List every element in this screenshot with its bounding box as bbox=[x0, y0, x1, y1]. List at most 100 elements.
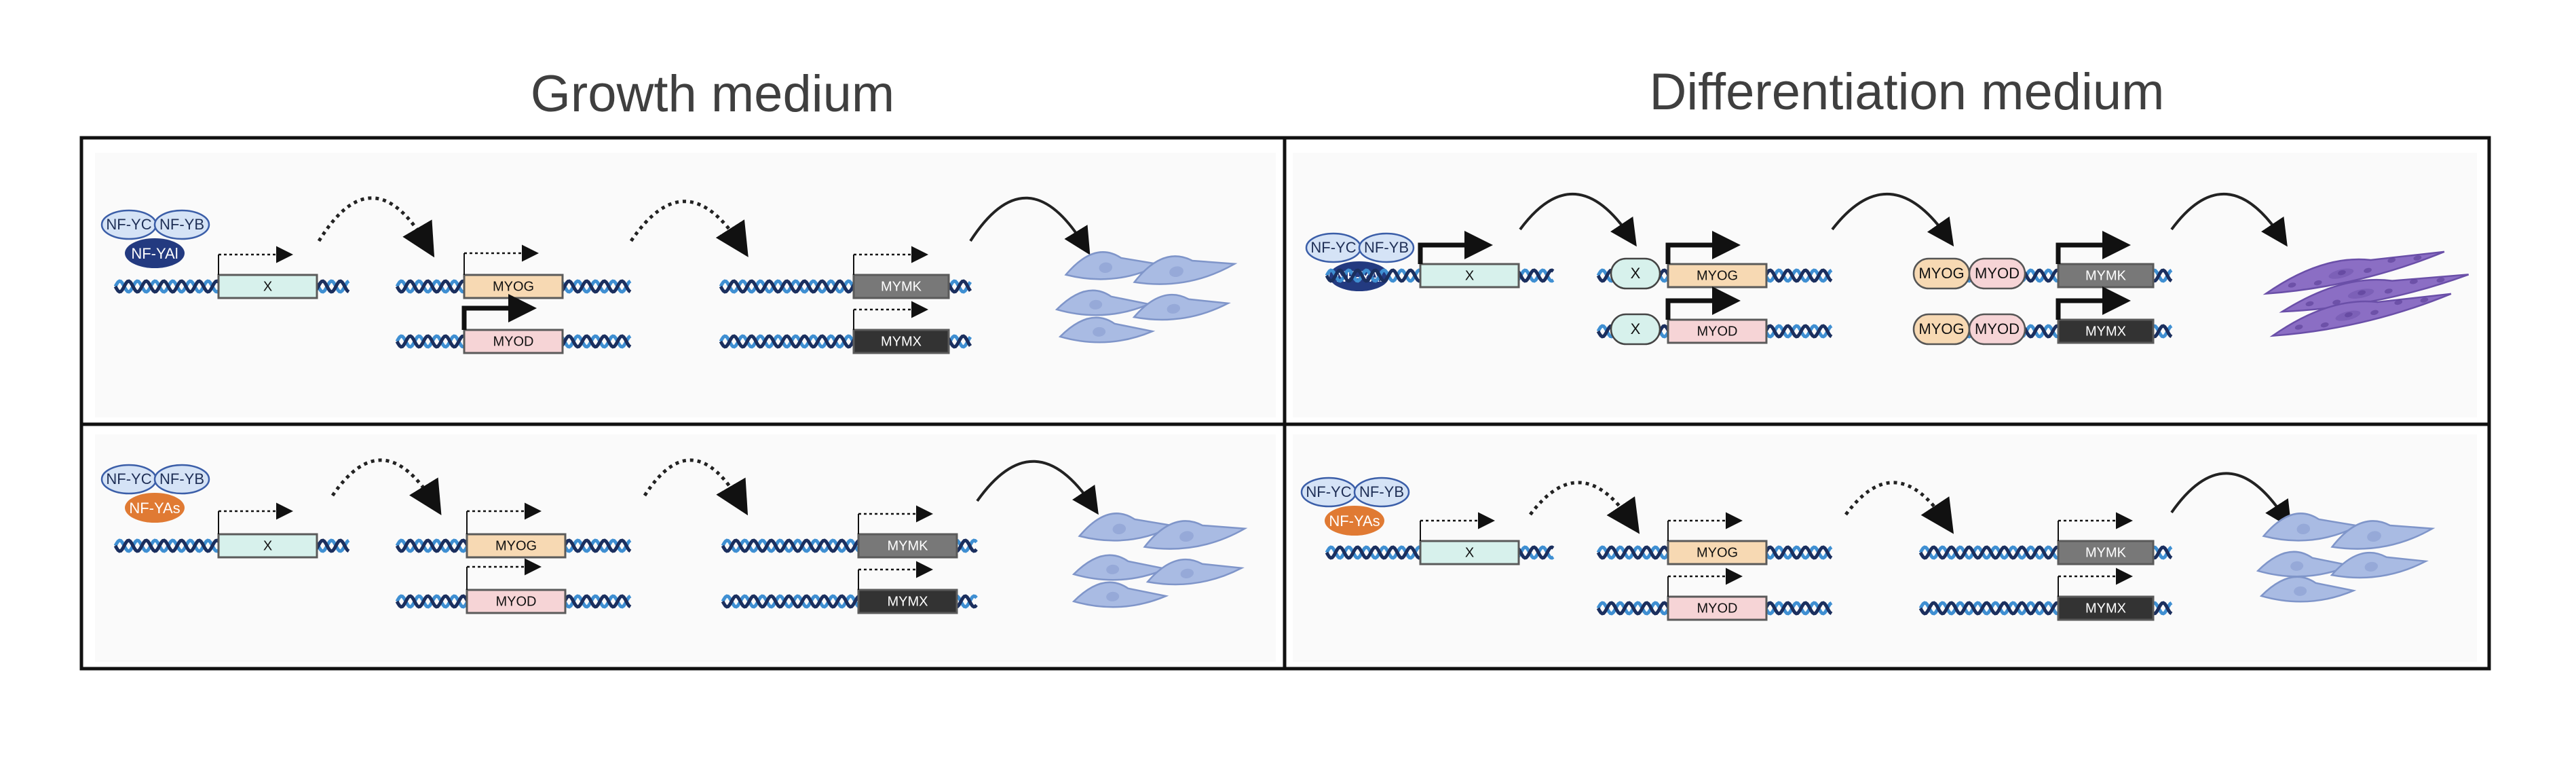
promoter-mymk-growth-yal bbox=[853, 246, 928, 275]
gene-myod-diff-yal: MYOD bbox=[1667, 318, 1768, 344]
factor-x-myog-diff: X bbox=[1610, 257, 1661, 290]
promoter-myod-diff-yal bbox=[1665, 286, 1741, 320]
gene-myod-growth-yal-label: MYOD bbox=[493, 334, 534, 349]
gene-mymk-growth-yas-label: MYMK bbox=[888, 538, 929, 553]
nfy-complex-diff-yal-c-label: NF-YC bbox=[1310, 239, 1356, 256]
gene-myog-growth-yas-label: MYOG bbox=[495, 538, 537, 553]
arrow-to-cells-growth-yal bbox=[969, 196, 1091, 255]
nfy-complex-diff-yas: NF-YAs NF-YC NF-YB bbox=[1300, 477, 1410, 536]
promoter-myog-growth-yal bbox=[463, 244, 539, 275]
gene-mymx-diff-yas: MYMX bbox=[2057, 595, 2155, 621]
arrow-myo-to-fusogens-diff-yas bbox=[1844, 481, 1954, 534]
gene-myog-growth-yas: MYOG bbox=[466, 533, 567, 559]
promoter-x-diff-yas bbox=[1420, 512, 1495, 541]
gene-mymk-growth-yal-label: MYMK bbox=[881, 279, 922, 294]
nfy-complex-diff-yas-a-label: NF-YAs bbox=[1329, 513, 1380, 529]
promoter-mymx-diff-yal bbox=[2056, 286, 2131, 320]
promoter-myog-diff-yal bbox=[1665, 231, 1741, 264]
gene-myog-diff-yas-label: MYOG bbox=[1697, 545, 1738, 560]
myoblast-cell-15 bbox=[2259, 576, 2357, 603]
gene-myog-growth-yal-label: MYOG bbox=[493, 279, 534, 294]
gene-x-diff-yal: X bbox=[1419, 263, 1520, 289]
factor-x-myog-diff-label: X bbox=[1631, 265, 1641, 282]
myoblast-cell-11 bbox=[2262, 513, 2361, 542]
gene-myog-diff-yal: MYOG bbox=[1667, 263, 1768, 289]
nfy-complex-diff-yal-b-label: NF-YB bbox=[1364, 239, 1409, 256]
differentiation-medium-title: Differentiation medium bbox=[1649, 63, 2165, 121]
gene-x-diff-yal-label: X bbox=[1465, 268, 1474, 283]
promoter-mymx-growth-yas bbox=[858, 561, 933, 590]
promoter-mymk-growth-yas bbox=[858, 505, 933, 534]
gene-mymx-growth-yas-label: MYMX bbox=[888, 594, 928, 609]
myoblast-cell-12 bbox=[2330, 520, 2436, 550]
promoter-mymx-diff-yas bbox=[2058, 567, 2133, 597]
gene-myod-growth-yas-label: MYOD bbox=[496, 594, 537, 609]
myoblast-cell-13 bbox=[2256, 551, 2353, 578]
promoter-x-diff-yal bbox=[1418, 231, 1493, 264]
gene-mymx-growth-yas: MYMX bbox=[857, 589, 958, 614]
nfy-complex-growth-yas-c-label: NF-YC bbox=[106, 470, 151, 487]
promoter-myod-growth-yas bbox=[466, 558, 542, 590]
myoblast-cell-6 bbox=[1078, 513, 1177, 542]
promoter-myod-diff-yas bbox=[1667, 567, 1743, 597]
arrow-to-myotubes-diff-yal bbox=[2170, 193, 2288, 247]
factor-x-myod-diff: X bbox=[1610, 313, 1661, 346]
gene-x-growth-yas-label: X bbox=[263, 538, 272, 553]
nfy-complex-diff-yas-b-label: NF-YB bbox=[1359, 483, 1404, 500]
promoter-mymk-diff-yal bbox=[2056, 231, 2131, 264]
myoblast-cell-10 bbox=[1072, 581, 1169, 608]
gene-mymk-diff-yas-label: MYMK bbox=[2085, 545, 2127, 560]
promoter-myog-growth-yas bbox=[466, 502, 542, 534]
myotube-3 bbox=[2269, 293, 2452, 337]
gene-mymx-growth-yal-label: MYMX bbox=[881, 334, 922, 349]
gene-myog-diff-yas: MYOG bbox=[1667, 540, 1768, 565]
nfy-complex-growth-yal-c-label: NF-YC bbox=[106, 216, 151, 233]
nfy-complex-growth-yal-b-label: NF-YB bbox=[159, 216, 204, 233]
arrow-x-to-myo-diff-yal bbox=[1519, 193, 1637, 247]
nfy-complex-diff-yas-c-label: NF-YC bbox=[1306, 483, 1351, 500]
myog-myod-dimer-mymx-myod: MYOD bbox=[1975, 320, 2020, 337]
gene-x-diff-yas: X bbox=[1419, 540, 1520, 565]
gene-myod-growth-yas: MYOD bbox=[466, 589, 567, 614]
myoblast-cell-4 bbox=[1132, 293, 1231, 321]
nfy-complex-growth-yas-b-label: NF-YB bbox=[159, 470, 204, 487]
gene-mymx-diff-yal-label: MYMX bbox=[2085, 324, 2126, 339]
gene-mymk-diff-yas: MYMK bbox=[2057, 540, 2155, 565]
promoter-myog-diff-yas bbox=[1667, 512, 1743, 541]
nfy-complex-growth-yal-a-label: NF-YAl bbox=[131, 245, 178, 262]
gene-mymx-diff-yal: MYMX bbox=[2057, 318, 2155, 344]
promoter-x-growth-yas bbox=[218, 502, 293, 534]
promoter-mymx-growth-yal bbox=[853, 301, 928, 330]
gene-mymk-diff-yal: MYMK bbox=[2057, 263, 2155, 289]
myotube-1 bbox=[2262, 250, 2445, 295]
arrow-myo-to-fusogens-diff-yal bbox=[1831, 193, 1954, 247]
gene-myod-diff-yas: MYOD bbox=[1667, 595, 1768, 621]
nfy-complex-growth-yal: NF-YAl NF-YC NF-YB bbox=[100, 209, 210, 268]
gene-myod-diff-yal-label: MYOD bbox=[1697, 324, 1738, 339]
gene-myod-diff-yas-label: MYOD bbox=[1697, 601, 1738, 616]
growth-medium-title: Growth medium bbox=[530, 65, 895, 123]
arrow-x-to-myo-diff-yas bbox=[1529, 481, 1640, 534]
myog-myod-dimer-mymx-myog: MYOG bbox=[1918, 320, 1964, 337]
gene-x-diff-yas-label: X bbox=[1465, 545, 1474, 560]
gene-myod-growth-yal: MYOD bbox=[463, 329, 564, 354]
factor-x-myod-diff-label: X bbox=[1631, 320, 1641, 337]
arrow-x-to-myo-growth-yal bbox=[317, 196, 435, 258]
arrow-to-cells-growth-yas bbox=[976, 460, 1099, 515]
myog-myod-dimer-mymx: MYOG MYOD bbox=[1912, 313, 2026, 346]
arrow-myo-to-fusogens-growth-yal bbox=[629, 200, 749, 257]
myoblast-cell-1 bbox=[1064, 251, 1163, 280]
myoblast-cell-2 bbox=[1133, 255, 1238, 285]
promoter-mymk-diff-yas bbox=[2058, 512, 2133, 541]
gene-mymk-growth-yal: MYMK bbox=[852, 274, 950, 299]
gene-myog-diff-yal-label: MYOG bbox=[1697, 268, 1738, 283]
promoter-myod-growth-yal bbox=[461, 294, 537, 330]
myog-myod-dimer-mymk-myog: MYOG bbox=[1918, 265, 1964, 282]
myoblast-cell-7 bbox=[1143, 520, 1248, 550]
myoblast-cell-14 bbox=[2330, 551, 2429, 579]
promoter-x-growth-yal bbox=[218, 246, 293, 275]
gene-mymx-growth-yal: MYMX bbox=[852, 329, 950, 354]
